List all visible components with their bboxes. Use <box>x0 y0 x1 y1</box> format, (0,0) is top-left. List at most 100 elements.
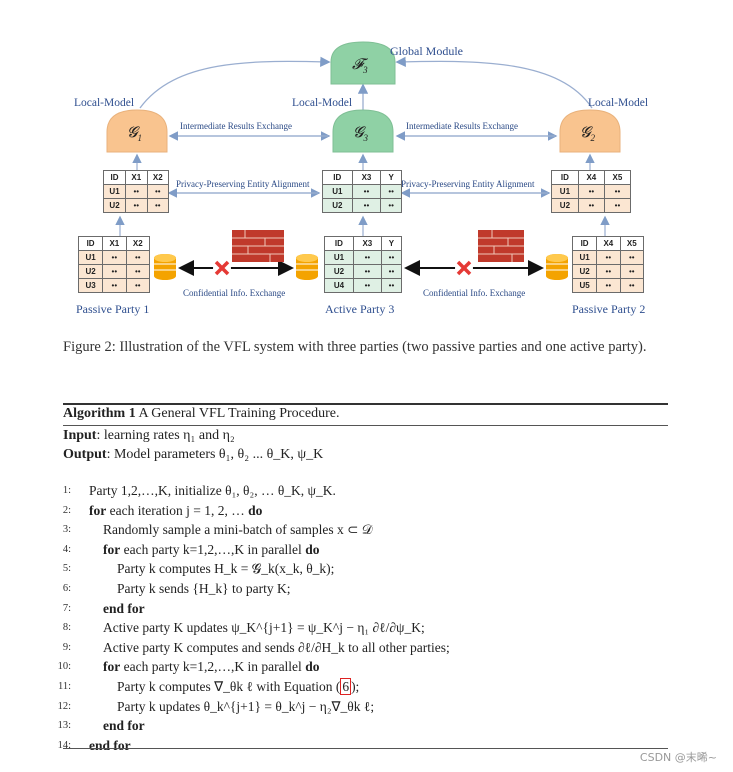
table-row: U4•••• <box>324 278 403 293</box>
firewall-icon-left <box>232 230 284 262</box>
table-cell: U2 <box>324 264 354 279</box>
table-row: U1•••• <box>77 250 151 265</box>
table-cell: •• <box>619 264 645 279</box>
local-model-center-label: Local-Model <box>292 97 353 109</box>
line-number: 10: <box>57 661 71 673</box>
algorithm-line: Active party K updates ψ_K^{j+1} = ψ_K^j… <box>103 620 425 636</box>
table-cell: •• <box>596 278 621 293</box>
table-cell: U2 <box>551 198 579 213</box>
table-cell: •• <box>351 184 382 199</box>
table-row: U1•••• <box>322 184 402 199</box>
line-number: 4: <box>62 543 71 555</box>
algorithm-line: for each party k=1,2,…,K in parallel do <box>103 659 320 675</box>
algorithm-line: end for <box>103 600 145 616</box>
table-cell: •• <box>125 278 151 293</box>
equation-reference-link[interactable]: 6 <box>340 678 352 695</box>
table-cell: •• <box>380 278 403 293</box>
table-cell: U4 <box>324 278 354 293</box>
algorithm-line: Party k computes ∇_θk ℓ with Equation (6… <box>117 678 360 695</box>
line-number: 12: <box>57 700 71 712</box>
table-cell: •• <box>577 198 605 213</box>
table-cell: •• <box>125 198 148 213</box>
table-cell: •• <box>102 264 127 279</box>
vfl-figure: Global Module 𝓕3 Local-Model Local-Model… <box>0 0 733 325</box>
arc-right <box>395 56 593 109</box>
algorithm-line: for each party k=1,2,…,K in parallel do <box>103 541 320 557</box>
table-cell: •• <box>380 264 403 279</box>
table-header-cell: X3 <box>351 170 382 185</box>
table-row: U1•••• <box>571 250 645 265</box>
table-row: U2•••• <box>324 264 403 279</box>
g1-label: 𝓖1 <box>127 125 143 143</box>
table-cell: •• <box>619 278 645 293</box>
table-cell: •• <box>351 198 382 213</box>
table-cell: •• <box>619 250 645 265</box>
g2-label: 𝓖2 <box>580 125 596 143</box>
line-number: 9: <box>62 641 71 653</box>
table-cell: U1 <box>322 184 353 199</box>
table-cell: •• <box>125 264 151 279</box>
table-cell: U1 <box>551 184 579 199</box>
table-cell: U1 <box>102 184 127 199</box>
table-row: U2•••• <box>102 198 170 213</box>
table-row: U5•••• <box>571 278 645 293</box>
table-cell: •• <box>352 264 382 279</box>
table-cell: U3 <box>77 278 104 293</box>
g1-shape <box>106 109 168 153</box>
algorithm-line: for each iteration j = 1, 2, … do <box>89 502 263 518</box>
table-cell: •• <box>603 184 632 199</box>
algorithm-line: Active party K computes and sends ∂ℓ/∂H_… <box>103 639 450 655</box>
algorithm-line: Party k sends {H_k} to party K; <box>117 581 291 596</box>
line-number: 1: <box>62 485 71 496</box>
g3-label: 𝓖3 <box>353 125 369 143</box>
figure-graphics <box>106 41 621 280</box>
table-cell: U1 <box>77 250 104 265</box>
table-row: U1•••• <box>102 184 170 199</box>
algorithm-line: Party k updates θ_k^{j+1} = θ_k^j − η₂∇_… <box>117 698 375 714</box>
table-cell: •• <box>146 198 170 213</box>
line-number: 6: <box>62 583 71 594</box>
table-header-cell: X4 <box>577 170 605 185</box>
table-row: U3•••• <box>77 278 151 293</box>
active-party-3-label: Active Party 3 <box>325 302 395 316</box>
table-cell: •• <box>596 264 621 279</box>
database-icon-left <box>154 254 176 280</box>
table-header-cell: X2 <box>146 170 170 185</box>
arc-left <box>139 56 331 109</box>
table-cell: U1 <box>324 250 354 265</box>
f3-label: 𝓕3 <box>352 57 368 75</box>
watermark: CSDN @末晞~ <box>639 751 717 764</box>
algorithm-title: Algorithm 1 A General VFL Training Proce… <box>63 406 340 421</box>
table-header-cell: ID <box>324 236 354 251</box>
line-number: 8: <box>62 622 71 634</box>
table-cell: •• <box>125 250 151 265</box>
table-row: U2•••• <box>551 198 632 213</box>
confidential-right-label: Confidential Info. Exchange <box>423 288 526 298</box>
blocked-cross-icon-right <box>455 259 473 277</box>
table-cell: •• <box>352 250 382 265</box>
algorithm-output: Output: Model parameters θ₁, θ₂ ... θ_K,… <box>63 447 324 462</box>
table-cell: U2 <box>571 264 598 279</box>
local-model-right-label: Local-Model <box>588 97 649 109</box>
table-cell: U2 <box>77 264 104 279</box>
table-cell: •• <box>146 184 170 199</box>
table-row: U1•••• <box>324 250 403 265</box>
line-number: 7: <box>62 602 71 614</box>
line-number: 3: <box>62 524 71 536</box>
exchange-left-label: Intermediate Results Exchange <box>180 121 292 131</box>
table-header-cell: ID <box>571 236 598 251</box>
database-icon-center <box>296 254 318 280</box>
table-cell: •• <box>102 250 127 265</box>
figure-caption: Figure 2: Illustration of the VFL system… <box>63 339 647 355</box>
line-number: 14: <box>57 739 71 751</box>
global-module-label: Global Module <box>390 44 463 58</box>
table-row: U2•••• <box>322 198 402 213</box>
table-header-cell: Y <box>380 170 402 185</box>
table-header-cell: X5 <box>619 236 645 251</box>
table-header-cell: ID <box>102 170 127 185</box>
table-header-cell: ID <box>322 170 353 185</box>
passive-party-1-label: Passive Party 1 <box>76 302 150 316</box>
